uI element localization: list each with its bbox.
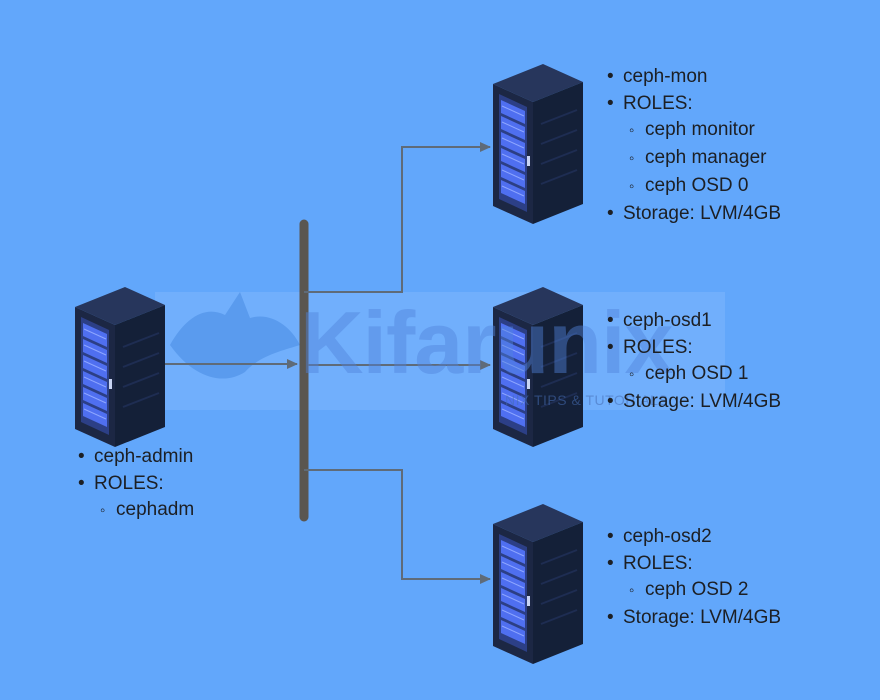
list-item: •ROLES: — [607, 552, 693, 574]
list-item: •ceph-osd2 — [607, 526, 712, 547]
osd1-node-labels: •ceph-osd1 •ROLES: ◦ceph OSD 1 •Storage:… — [607, 308, 781, 416]
osd2-storage: Storage: LVM/4GB — [623, 607, 782, 629]
osd1-roles-label: ROLES: — [623, 336, 693, 358]
osd1-storage: Storage: LVM/4GB — [623, 391, 782, 413]
osd2-hostname: ceph-osd2 — [623, 526, 712, 547]
osd2-role-1: ceph OSD 2 — [645, 579, 749, 601]
list-item: •Storage: LVM/4GB — [607, 607, 782, 629]
server-osd2-icon — [492, 503, 584, 665]
admin-node-labels: •ceph-admin •ROLES: ◦cephadm — [78, 444, 194, 525]
mon-node-labels: •ceph-mon •ROLES: ◦ceph monitor ◦ceph ma… — [607, 64, 781, 227]
list-item: •ROLES: — [607, 336, 693, 358]
list-item: ◦cephadm — [100, 499, 195, 521]
list-item: ◦ceph OSD 1 — [629, 363, 749, 385]
connector-bus-to-mon — [304, 142, 491, 293]
watermark-tagline: NIX TIPS & TUTORIALS — [505, 392, 669, 408]
admin-hostname: ceph-admin — [94, 446, 194, 467]
connector-bus-to-osd2 — [304, 469, 491, 584]
mon-role-2: ceph manager — [645, 147, 767, 169]
admin-role-1: cephadm — [116, 499, 195, 521]
osd2-roles-label: ROLES: — [623, 552, 693, 574]
list-item: •Storage: LVM/4GB — [607, 391, 782, 413]
list-item: ◦ceph OSD 0 — [629, 174, 749, 196]
list-item: •ceph-mon — [607, 66, 708, 87]
list-item: ◦ceph manager — [629, 147, 767, 169]
list-item: ◦ceph OSD 2 — [629, 579, 749, 601]
mon-role-1: ceph monitor — [645, 119, 755, 141]
list-item: ◦ceph monitor — [629, 119, 755, 141]
osd1-role-1: ceph OSD 1 — [645, 363, 749, 385]
admin-roles-label: ROLES: — [94, 472, 164, 494]
list-item: •ceph-admin — [78, 446, 194, 467]
list-item: •ROLES: — [78, 472, 164, 494]
watermark — [155, 292, 725, 410]
mon-role-3: ceph OSD 0 — [645, 174, 749, 196]
list-item: •ROLES: — [607, 92, 693, 114]
mon-hostname: ceph-mon — [623, 66, 708, 87]
osd1-hostname: ceph-osd1 — [623, 310, 712, 331]
server-admin-icon — [74, 286, 166, 448]
list-item: •Storage: LVM/4GB — [607, 202, 782, 224]
list-item: •ceph-osd1 — [607, 310, 712, 331]
mon-roles-label: ROLES: — [623, 92, 693, 114]
mon-storage: Storage: LVM/4GB — [623, 202, 782, 224]
server-mon-icon — [492, 63, 584, 225]
watermark-brand: Kifarunix — [300, 293, 673, 392]
osd2-node-labels: •ceph-osd2 •ROLES: ◦ceph OSD 2 •Storage:… — [607, 524, 781, 632]
